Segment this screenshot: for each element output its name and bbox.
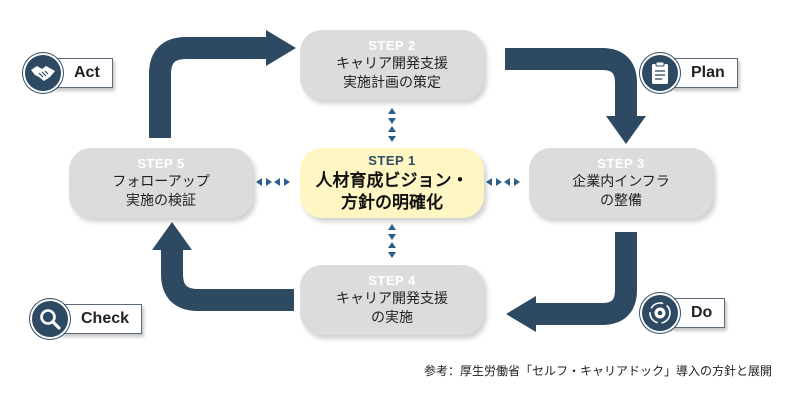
cycle-arrow-do-to-check — [506, 232, 637, 332]
clipboard-icon — [640, 53, 680, 93]
step-2-line-1: キャリア開発支援 — [336, 55, 448, 72]
step-4-line-2: の実施 — [371, 309, 413, 326]
cycle-arrow-act-to-plan — [149, 30, 296, 138]
step-1-label: STEP 1 — [368, 152, 416, 168]
cycle-arrow-check-to-act — [152, 222, 294, 311]
check-badge: Check — [30, 299, 143, 339]
do-label: Do — [670, 298, 726, 328]
step-3-line-2: の整備 — [600, 192, 642, 209]
step-5-box: STEP 5 フォローアップ 実施の検証 — [69, 148, 253, 218]
do-badge: Do — [640, 293, 726, 333]
step-3-label: STEP 3 — [597, 155, 645, 171]
step-1-line-2: 方針の明確化 — [341, 192, 443, 213]
step-4-line-1: キャリア開発支援 — [336, 290, 448, 307]
connector-step1-step5 — [256, 178, 290, 186]
connector-step1-step2 — [388, 108, 396, 142]
act-badge: Act — [23, 53, 113, 93]
step-5-line-2: 実施の検証 — [126, 192, 196, 209]
step-1-line-1: 人材育成ビジョン・ — [315, 170, 469, 191]
check-label: Check — [60, 304, 143, 334]
connector-step1-step4 — [388, 224, 396, 258]
step-3-box: STEP 3 企業内インフラ の整備 — [529, 148, 713, 218]
source-note: 参考：厚生労働省「セルフ・キャリアドック」導入の方針と展開 — [423, 364, 772, 378]
step-2-line-2: 実施計画の策定 — [343, 74, 441, 91]
plan-label: Plan — [670, 58, 738, 88]
step-3-line-1: 企業内インフラ — [572, 173, 670, 190]
step-5-line-1: フォローアップ — [112, 173, 210, 190]
step-2-label: STEP 2 — [368, 37, 416, 53]
step-4-box: STEP 4 キャリア開発支援 の実施 — [300, 265, 484, 335]
cycle-arrow-plan-to-do — [505, 48, 646, 144]
handshake-icon — [23, 53, 63, 93]
gear-cycle-icon — [640, 293, 680, 333]
plan-badge: Plan — [640, 53, 738, 93]
magnifier-icon — [30, 299, 70, 339]
step-1-box: STEP 1 人材育成ビジョン・ 方針の明確化 — [300, 148, 484, 218]
connector-step1-step3 — [486, 178, 520, 186]
step-5-label: STEP 5 — [137, 155, 185, 171]
step-4-label: STEP 4 — [368, 272, 416, 288]
step-2-box: STEP 2 キャリア開発支援 実施計画の策定 — [300, 30, 484, 100]
